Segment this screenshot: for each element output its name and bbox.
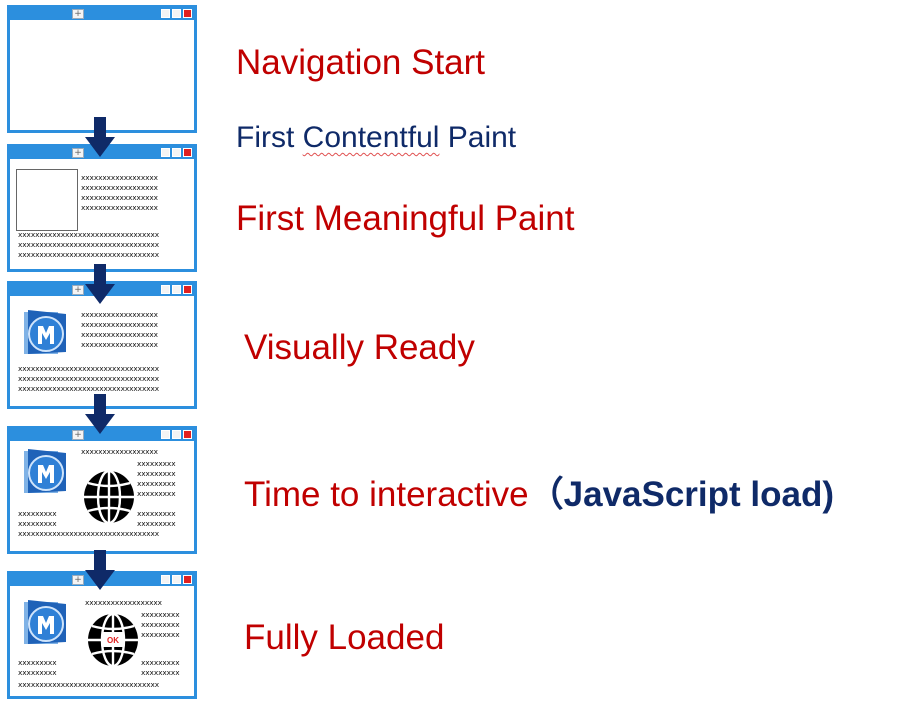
paragraph-text-bottom: xxxxxxxxxxxxxxxxxxxxxxxxxxxxxxxxx <box>18 680 160 689</box>
label-time-to-interactive: Time to interactive（JavaScript load) <box>244 475 834 515</box>
close-icon <box>183 285 192 294</box>
new-tab-plus-icon: + <box>72 285 84 295</box>
label-tti-main: Time to interactive <box>244 475 529 514</box>
label-visually-ready: Visually Ready <box>244 328 475 367</box>
minimize-icon <box>161 285 170 294</box>
paragraph-text-left: xxxxxxxxx xxxxxxxxx <box>18 509 57 528</box>
paragraph-text-left: xxxxxxxxx xxxxxxxxx <box>18 658 57 677</box>
close-icon <box>183 9 192 18</box>
maximize-icon <box>172 285 181 294</box>
label-fully-loaded: Fully Loaded <box>244 618 445 657</box>
ok-badge: OK <box>107 636 119 645</box>
paragraph-text-right-lower: xxxxxxxxx xxxxxxxxx <box>137 509 176 528</box>
maximize-icon <box>172 9 181 18</box>
paragraph-text-short: xxxxxxxxxxxxxxxxxx xxxxxxxxxxxxxxxxxx xx… <box>81 173 158 212</box>
paragraph-text-top: xxxxxxxxxxxxxxxxxx <box>85 598 162 607</box>
minimize-icon <box>161 148 170 157</box>
new-tab-plus-icon: + <box>72 148 84 158</box>
close-icon <box>183 430 192 439</box>
down-arrow-icon <box>85 394 115 434</box>
title-bar: + <box>10 8 194 20</box>
browser-window-fully-loaded: + xxxxxxxxxxxxxxxxxx xxxxxxxxx xxxxxxxxx… <box>7 571 197 699</box>
new-tab-plus-icon: + <box>72 430 84 440</box>
browser-window-first-paint: + xxxxxxxxxxxxxxxxxx xxxxxxxxxxxxxxxxxx … <box>7 144 197 272</box>
paragraph-text-short: xxxxxxxxxxxxxxxxxx xxxxxxxxxxxxxxxxxx xx… <box>81 310 158 349</box>
image-placeholder-box <box>16 169 78 231</box>
label-fcp-squiggle: Contentful <box>302 121 440 154</box>
globe-icon <box>84 469 134 525</box>
close-icon <box>183 575 192 584</box>
paragraph-text-bottom: xxxxxxxxxxxxxxxxxxxxxxxxxxxxxxxxx <box>18 529 160 538</box>
close-icon <box>183 148 192 157</box>
app-logo-icon <box>24 449 66 493</box>
label-first-meaningful-paint: First Meaningful Paint <box>236 199 575 238</box>
new-tab-plus-icon: + <box>72 9 84 19</box>
maximize-icon <box>172 575 181 584</box>
down-arrow-icon <box>85 550 115 590</box>
paragraph-text-top: xxxxxxxxxxxxxxxxxx <box>81 447 158 456</box>
new-tab-plus-icon: + <box>72 575 84 585</box>
label-tti-javascript: （JavaScript load) <box>528 475 835 514</box>
label-fcp-pre: First <box>236 121 303 154</box>
maximize-icon <box>172 430 181 439</box>
app-logo-icon <box>24 600 66 644</box>
paragraph-text-right: xxxxxxxxx xxxxxxxxx xxxxxxxxx xxxxxxxxx <box>137 459 176 498</box>
paragraph-text-long: xxxxxxxxxxxxxxxxxxxxxxxxxxxxxxxxx xxxxxx… <box>18 230 160 259</box>
label-navigation-start: Navigation Start <box>236 43 486 82</box>
globe-ok-icon: OK <box>88 612 138 668</box>
paragraph-text-right-lower: xxxxxxxxx xxxxxxxxx <box>141 658 180 677</box>
minimize-icon <box>161 575 170 584</box>
browser-window-time-to-interactive: + xxxxxxxxxxxxxxxxxx xxxxxxxxx xxxxxxxxx… <box>7 426 197 554</box>
maximize-icon <box>172 148 181 157</box>
app-logo-icon <box>24 310 66 354</box>
down-arrow-icon <box>85 264 115 304</box>
label-fcp-post: Paint <box>439 121 517 154</box>
paragraph-text-long: xxxxxxxxxxxxxxxxxxxxxxxxxxxxxxxxx xxxxxx… <box>18 364 160 393</box>
title-bar: + <box>10 429 194 441</box>
minimize-icon <box>161 430 170 439</box>
minimize-icon <box>161 9 170 18</box>
paragraph-text-right: xxxxxxxxx xxxxxxxxx xxxxxxxxx <box>141 610 180 639</box>
browser-window-navigation-start: + <box>7 5 197 133</box>
down-arrow-icon <box>85 117 115 157</box>
label-first-contentful-paint: First Contentful Paint <box>236 118 516 158</box>
